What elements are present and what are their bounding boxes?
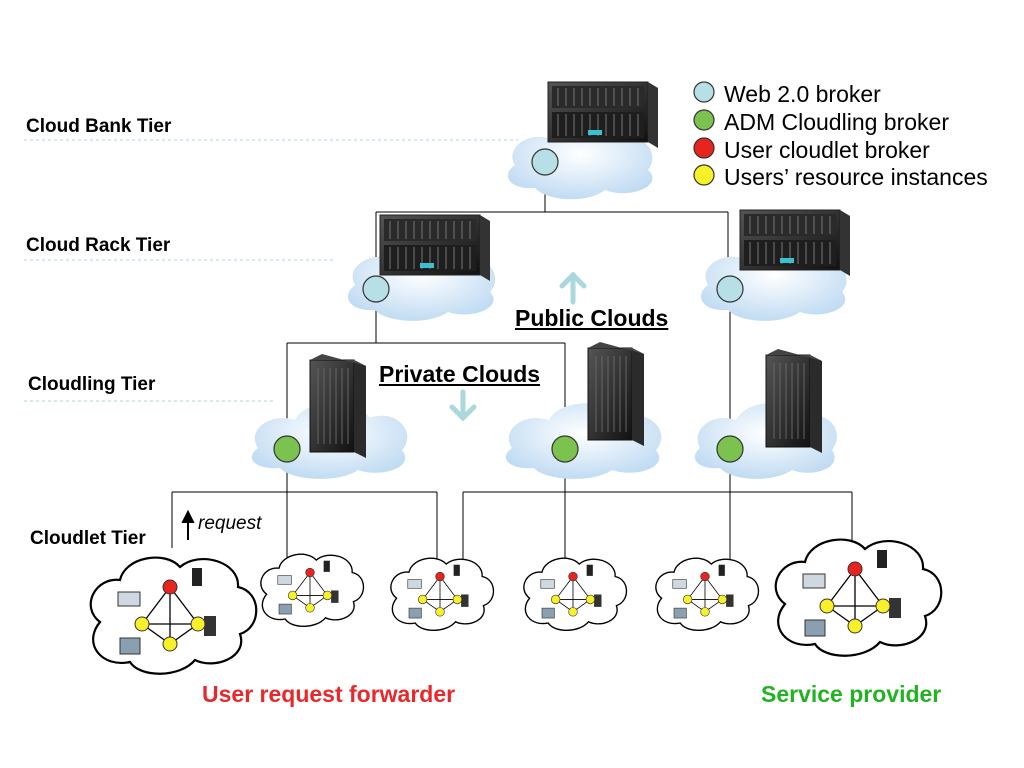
user-cloudlet-broker-node [305, 567, 315, 578]
user-cloudlet-broker-node [700, 571, 710, 582]
laptop-icon [802, 573, 826, 589]
resource-instance-node [190, 616, 206, 632]
down-arrow-icon [449, 389, 477, 422]
cloudlet-small-3 [523, 557, 628, 631]
pda-icon [726, 594, 734, 607]
cloudlet-small-1 [260, 553, 365, 627]
tier-separators [24, 139, 518, 402]
cloudlet-large-left [89, 556, 258, 675]
legend-web-broker: Web 2.0 broker [724, 81, 881, 107]
desktop-icon [804, 619, 826, 637]
legend-resource: Users’ resource instances [724, 164, 988, 190]
cloudlet-small-4 [655, 557, 760, 631]
cloudling-broker-node-middle [551, 435, 579, 463]
user-cloudlet-broker-node [435, 571, 445, 582]
phone-icon [323, 560, 330, 572]
resource-instance-node [847, 618, 863, 634]
rack-broker-node-left [362, 275, 390, 303]
legend-marker-resource [693, 164, 715, 186]
laptop-icon [540, 579, 555, 589]
desktop-icon [673, 607, 687, 619]
cloudlet-large-right [774, 538, 943, 657]
user-request-forwarder-label: User request forwarder [202, 681, 456, 707]
phone-icon [453, 564, 460, 576]
desktop-icon [119, 637, 141, 655]
resource-instance-node [550, 594, 561, 605]
phone-icon [586, 564, 593, 576]
phone-icon [718, 564, 725, 576]
cloudling-broker-node-right [716, 435, 744, 463]
pda-icon [461, 594, 469, 607]
resource-instance-node [717, 594, 728, 605]
resource-instance-node [568, 607, 578, 617]
cloudlets [89, 538, 943, 675]
service-provider-label: Service provider [761, 681, 942, 707]
tier-nodes [273, 148, 744, 463]
pda-icon [204, 616, 216, 636]
phone-icon [877, 550, 887, 568]
legend-adm-broker: ADM Cloudling broker [724, 109, 949, 135]
laptop-icon [277, 575, 292, 585]
legend-markers [693, 81, 715, 186]
resource-instance-node [134, 616, 150, 632]
cloudlet-small-2 [390, 557, 495, 631]
legend-user-broker: User cloudlet broker [724, 137, 930, 163]
resource-instance-node [162, 636, 178, 652]
cloudling-cloud-middle [505, 341, 662, 479]
phone-icon [192, 568, 202, 586]
resource-instance-node [585, 594, 596, 605]
resource-instance-node [305, 603, 315, 613]
tier-label-bank: Cloud Bank Tier [26, 116, 172, 137]
resource-instance-node [819, 598, 835, 614]
cloudling-cloud-right [694, 348, 837, 479]
request-label: request [198, 513, 262, 534]
pda-icon [331, 590, 339, 603]
up-arrow-icon [559, 271, 587, 305]
user-cloudlet-broker-node [162, 579, 178, 595]
rack-cloud-left [347, 214, 496, 321]
private-clouds-title: Private Clouds [379, 361, 541, 387]
request-arrow-icon [181, 509, 195, 540]
rack-cloud-right [700, 209, 851, 321]
laptop-icon [117, 591, 141, 607]
laptop-icon [407, 579, 422, 589]
desktop-icon [408, 607, 422, 619]
tier-label-rack: Cloud Rack Tier [26, 235, 171, 256]
desktop-icon [541, 607, 555, 619]
pda-icon [889, 598, 901, 618]
cloudling-broker-node-left [273, 435, 301, 463]
resource-instance-node [452, 594, 463, 605]
legend-marker-adm-broker [693, 109, 715, 131]
resource-instance-node [417, 594, 428, 605]
desktop-icon [278, 603, 292, 615]
connection-lines [171, 175, 853, 560]
legend-marker-user-broker [693, 137, 715, 159]
user-cloudlet-broker-node [568, 571, 578, 582]
bank-cloud [507, 81, 659, 200]
resource-instance-node [322, 590, 333, 601]
resource-instance-node [287, 590, 298, 601]
resource-instance-node [700, 607, 710, 617]
resource-instance-node [435, 607, 445, 617]
rack-broker-node-right [716, 275, 744, 303]
legend-marker-web-broker [693, 81, 715, 103]
tier-label-cloudling: Cloudling Tier [28, 374, 156, 395]
user-cloudlet-broker-node [847, 561, 863, 577]
public-clouds-title: Public Clouds [515, 305, 669, 331]
pda-icon [594, 594, 602, 607]
resource-instance-node [682, 594, 693, 605]
laptop-icon [672, 579, 687, 589]
tier-label-cloudlet: Cloudlet Tier [30, 528, 146, 549]
bank-broker-node [531, 148, 559, 176]
resource-instance-node [875, 598, 891, 614]
